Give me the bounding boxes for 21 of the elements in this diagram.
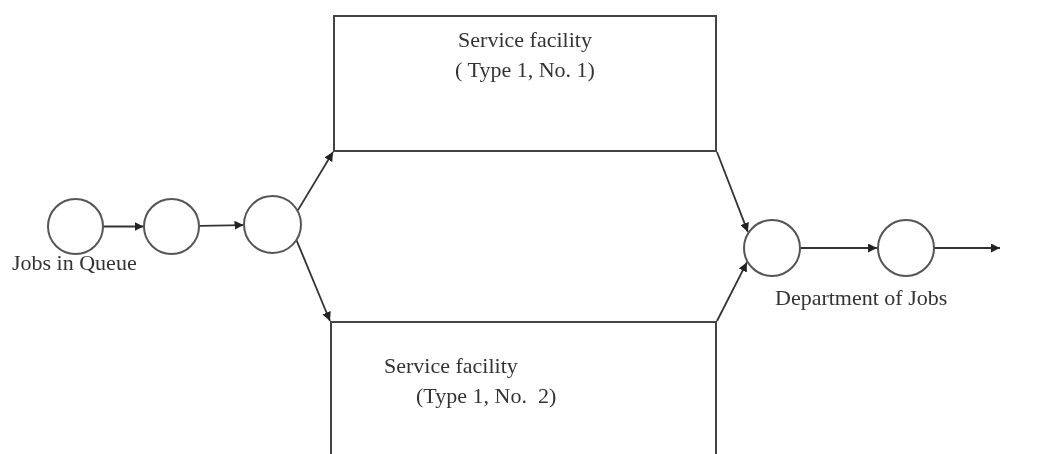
arrow — [198, 220, 245, 230]
box-subtitle: ( Type 1, No. 1) — [455, 56, 595, 84]
arrow — [295, 239, 331, 322]
arrow — [716, 151, 749, 233]
arrow — [934, 243, 1001, 253]
arrow — [102, 222, 145, 231]
queue-circle — [47, 198, 104, 255]
box-title: Service facility — [384, 352, 518, 380]
queue-circle — [743, 219, 801, 277]
box-title: Service facility — [458, 26, 592, 54]
arrow — [296, 151, 334, 212]
box-subtitle: (Type 1, No. 2) — [415, 382, 557, 410]
queue-circle — [243, 195, 302, 254]
caption-text: Jobs in Queue — [12, 250, 137, 276]
queue-circle — [143, 198, 200, 255]
service-facility-box — [333, 15, 717, 152]
service-facility-box — [330, 321, 717, 454]
caption-text: Department of Jobs — [775, 285, 948, 311]
arrow — [716, 261, 748, 322]
arrow — [800, 243, 878, 253]
queue-circle — [877, 219, 935, 277]
